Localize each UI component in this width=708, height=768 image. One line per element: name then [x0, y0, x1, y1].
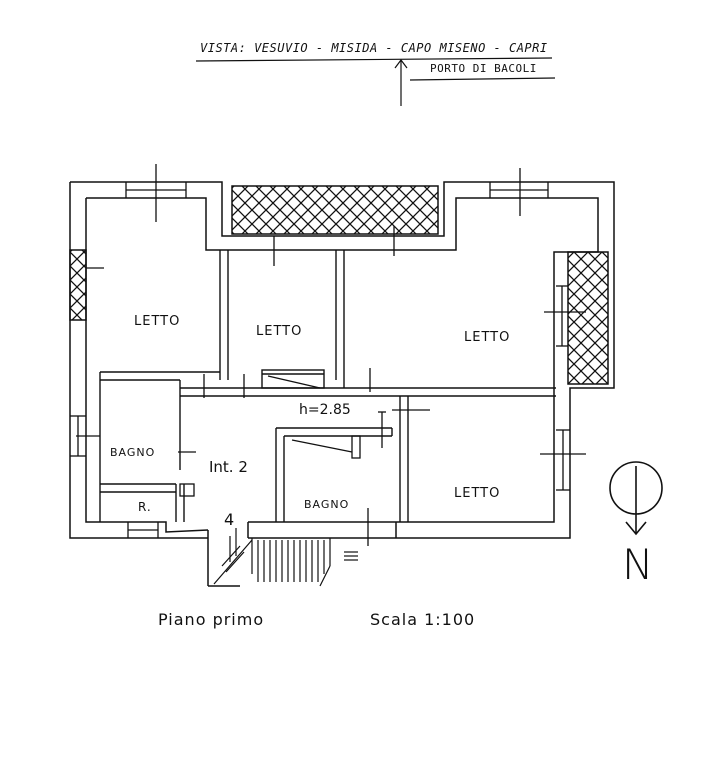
- north-letter: N: [622, 540, 654, 589]
- interior-walls: [99, 250, 556, 522]
- header-underline: [195, 57, 553, 62]
- room-label-letto-1: LETTO: [134, 314, 181, 329]
- unit-label: Int. 2: [209, 458, 248, 476]
- view-arrow: [394, 59, 556, 106]
- terraces: [69, 185, 609, 385]
- scale-caption: Scala 1:100: [370, 610, 476, 629]
- view-description: VISTA: VESUVIO - MISIDA - CAPO MISENO - …: [200, 41, 548, 55]
- doors: [179, 375, 386, 497]
- ceiling-height-label: h=2.85: [299, 402, 351, 418]
- floor-caption: Piano primo: [158, 610, 265, 629]
- room-label-letto-2: LETTO: [256, 324, 303, 339]
- room-label-bagno-2: BAGNO: [304, 498, 350, 511]
- room-label-bagno-1: BAGNO: [110, 446, 156, 459]
- staircase: [213, 528, 358, 587]
- room-label-letto-3: LETTO: [464, 330, 511, 345]
- stair-mark: 4: [224, 510, 235, 529]
- openings: [70, 164, 586, 546]
- room-label-ripostiglio: R.: [138, 500, 152, 514]
- port-label: PORTO DI BACOLI: [430, 62, 537, 75]
- outer-walls: [69, 181, 615, 587]
- north-arrow: [609, 461, 663, 536]
- room-label-letto-4: LETTO: [454, 486, 501, 501]
